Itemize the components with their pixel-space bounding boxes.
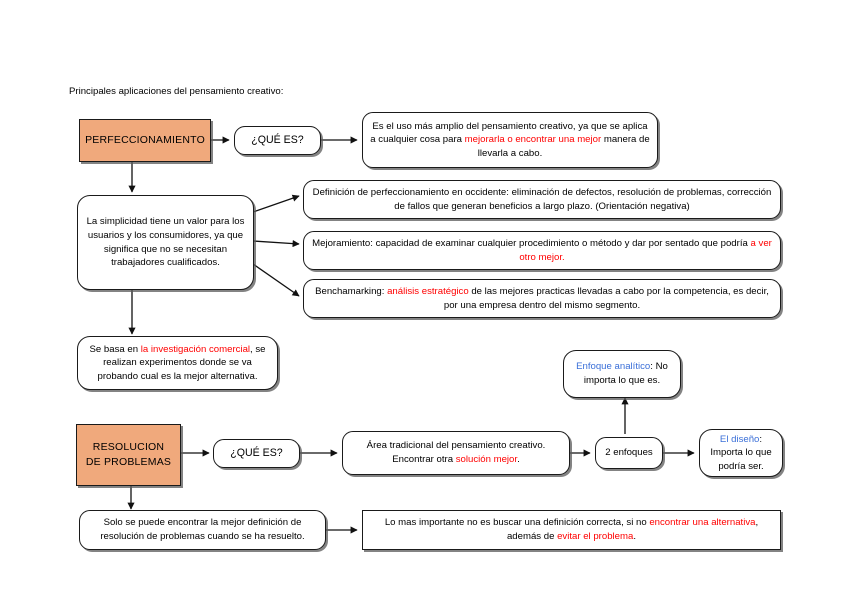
node-mejoramiento-part1: Mejoramiento: capacidad de examinar cual… — [312, 237, 751, 249]
node-benchmarking-highlight: análisis estratégico — [387, 285, 469, 297]
node-el-diseno: El diseño: Importa lo que podría ser. — [699, 429, 783, 477]
node-definicion-text: Definición de perfeccionamiento en occid… — [312, 186, 772, 212]
node-lo-mas-importante-part2: . — [633, 531, 637, 542]
node-benchmarking-part1: Benchamarking: — [315, 285, 388, 297]
node-se-basa-highlight: la investigación comercial — [140, 343, 251, 355]
node-definicion: Definición de perfeccionamiento en occid… — [303, 180, 781, 219]
node-el-diseno-highlight: El diseño — [719, 433, 760, 445]
node-benchmarking-part2: de las mejores practicas llevadas a cabo… — [443, 285, 769, 311]
node-se-basa: Se basa en la investigación comercial, s… — [77, 336, 278, 390]
connector-simpl-mejoramiento — [252, 240, 300, 248]
node-lo-mas-importante-part1: Lo mas importante no es buscar una defin… — [384, 517, 650, 529]
node-enfoque-analitico-part2: : No importa lo que es. — [583, 361, 668, 386]
node-simplicidad-text: La simplicidad tiene un valor para los u… — [86, 216, 245, 269]
node-resolucion-problemas-label: RESOLUCION DE PROBLEMAS — [85, 441, 172, 468]
node-se-basa-part1: Se basa en — [89, 343, 141, 355]
node-que-es-2-label: ¿QUÉ ES? — [230, 446, 283, 459]
node-dos-enfoques-label: 2 enfoques — [605, 447, 653, 459]
node-mejoramiento-highlight: a ver otro mejor. — [519, 237, 772, 263]
node-area-tradicional-highlight: solución mejor — [455, 454, 518, 465]
node-el-diseno-part2: : Importa lo que podría ser. — [710, 433, 772, 472]
node-solo-se-puede: Solo se puede encontrar la mejor definic… — [79, 510, 326, 550]
node-lo-mas-importante-highlight: encontrar una alternativa — [649, 517, 756, 529]
node-que-es-1[interactable]: ¿QUÉ ES? — [234, 126, 321, 155]
connector-simpl-benchmarking — [252, 263, 300, 297]
node-benchmarking: Benchamarking: análisis estratégico de l… — [303, 279, 781, 318]
node-es-el-uso-highlight: mejorarla o encontrar una mejor — [464, 134, 602, 146]
node-resolucion-problemas[interactable]: RESOLUCION DE PROBLEMAS — [76, 424, 181, 486]
node-dos-enfoques[interactable]: 2 enfoques — [595, 437, 663, 469]
node-simplicidad: La simplicidad tiene un valor para los u… — [77, 195, 254, 290]
node-lo-mas-importante-mid: , además de — [506, 517, 759, 542]
node-enfoque-analitico-highlight: Enfoque analítico — [576, 361, 651, 373]
node-solo-se-puede-text: Solo se puede encontrar la mejor definic… — [100, 517, 305, 542]
node-es-el-uso-part1: Es el uso más amplio del pensamiento cre… — [370, 120, 648, 146]
connector-simpl-definicion — [252, 194, 300, 213]
page-title: Principales aplicaciones del pensamiento… — [69, 86, 284, 97]
node-enfoque-analitico: Enfoque analítico: No importa lo que es. — [563, 350, 681, 398]
node-perfeccionamiento-label: PERFECCIONAMIENTO — [85, 134, 205, 147]
node-area-tradicional-part1: Área tradicional del pensamiento creativ… — [366, 440, 546, 465]
node-mejoramiento: Mejoramiento: capacidad de examinar cual… — [303, 231, 781, 270]
node-perfeccionamiento[interactable]: PERFECCIONAMIENTO — [79, 119, 211, 162]
node-area-tradicional-part2: . — [517, 454, 520, 465]
node-que-es-1-label: ¿QUÉ ES? — [251, 133, 304, 146]
node-area-tradicional: Área tradicional del pensamiento creativ… — [342, 431, 570, 475]
node-lo-mas-importante-highlight2: evitar el problema — [557, 531, 634, 542]
node-lo-mas-importante: Lo mas importante no es buscar una defin… — [362, 510, 781, 550]
node-es-el-uso: Es el uso más amplio del pensamiento cre… — [362, 112, 658, 168]
node-es-el-uso-part2: manera de llevarla a cabo. — [477, 134, 650, 159]
node-que-es-2[interactable]: ¿QUÉ ES? — [213, 439, 300, 468]
node-se-basa-part2: , se realizan experimentos donde se va p… — [97, 343, 266, 382]
